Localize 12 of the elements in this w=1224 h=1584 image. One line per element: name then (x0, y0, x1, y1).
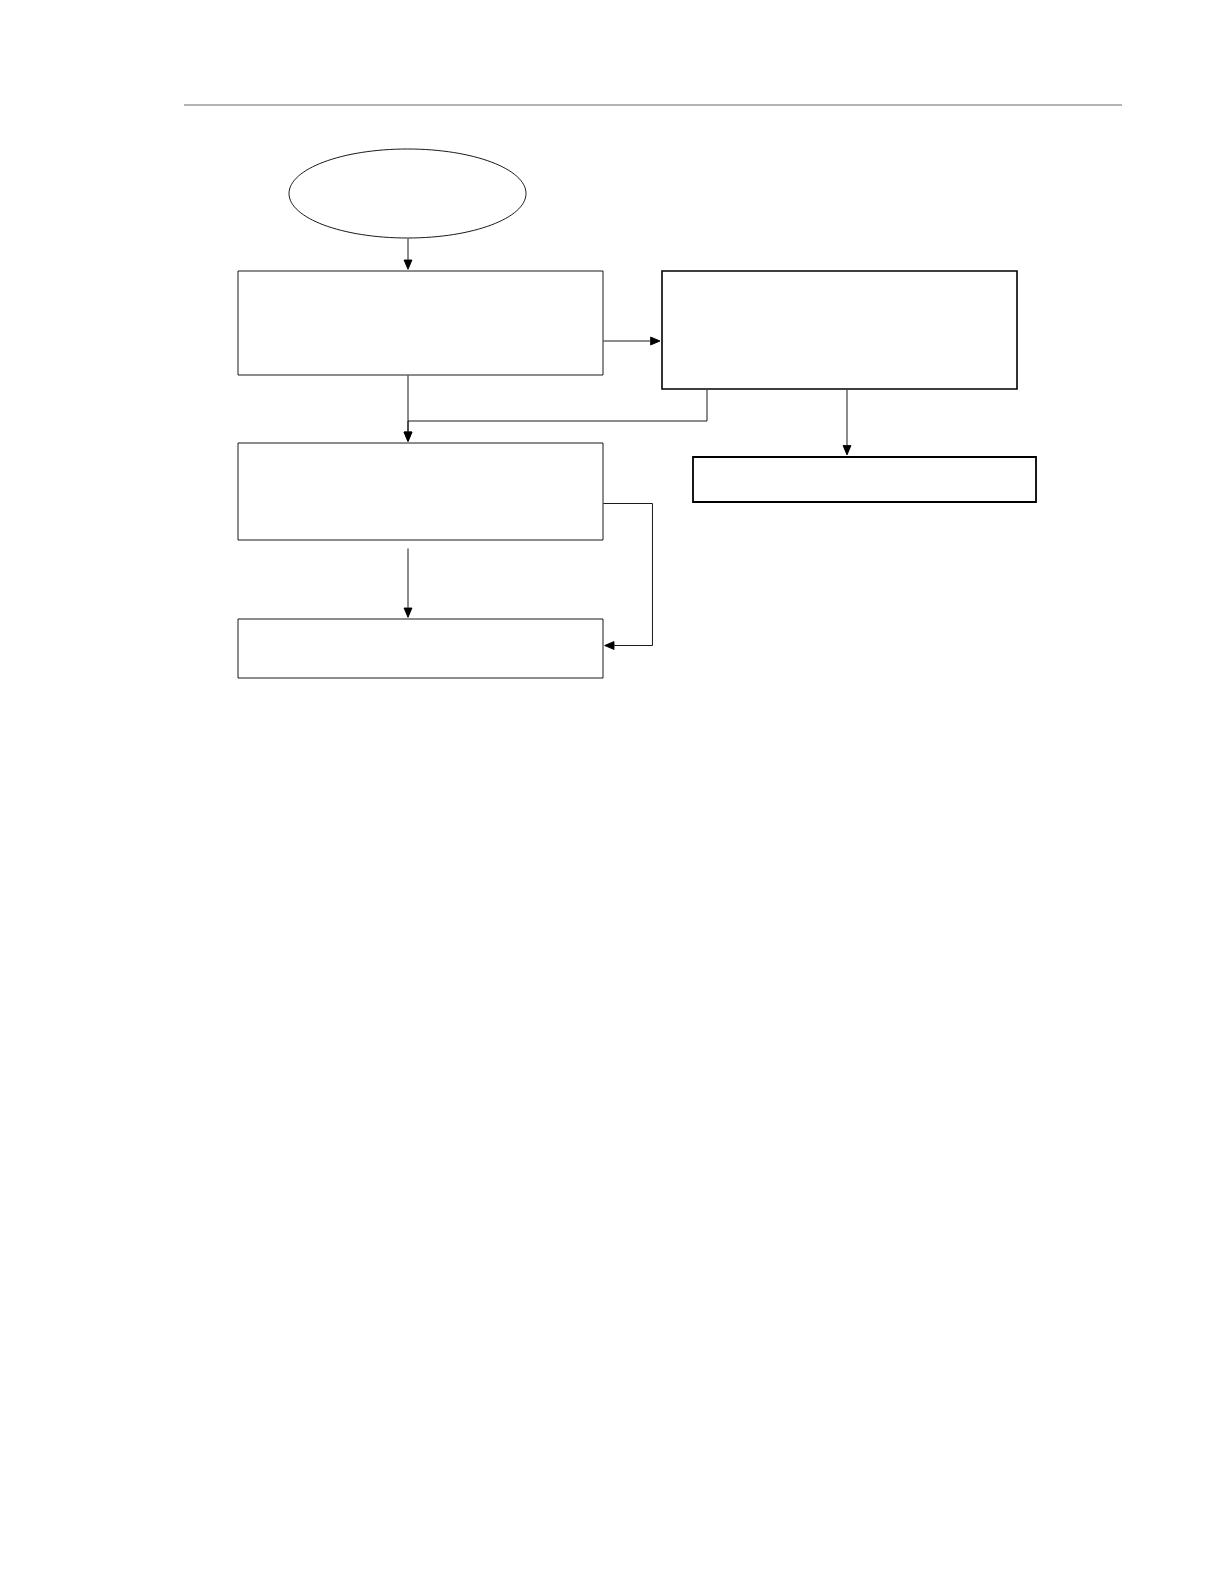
arrow (842, 389, 852, 456)
arrow (403, 238, 413, 270)
process-box (692, 456, 1037, 503)
arrow (403, 389, 708, 442)
start-ellipse (288, 148, 527, 239)
arrow (603, 503, 653, 650)
process-box (661, 270, 1018, 390)
process-box (237, 270, 604, 376)
arrow (603, 336, 661, 346)
process-box (237, 618, 604, 679)
arrow (403, 548, 413, 618)
process-box (237, 442, 604, 541)
